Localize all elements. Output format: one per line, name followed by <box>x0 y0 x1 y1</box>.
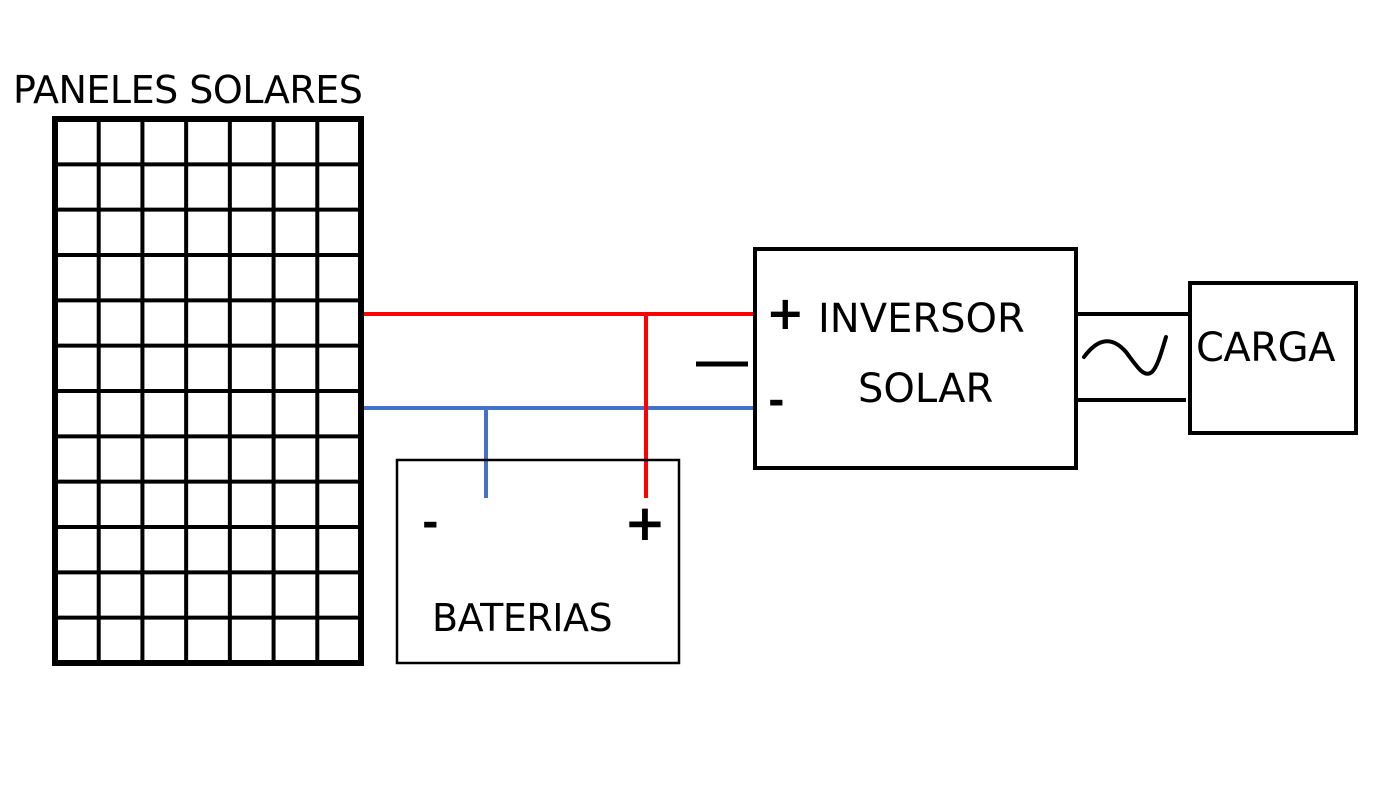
load-box <box>1188 281 1358 435</box>
inverter-negative-terminal: - <box>768 378 785 424</box>
ac-sine-icon <box>1082 335 1168 376</box>
solar-panel <box>52 116 364 666</box>
battery-box <box>395 458 681 665</box>
inverter-label-line2: SOLAR <box>858 366 994 412</box>
inverter-label-line1: INVERSOR <box>818 296 1025 342</box>
battery-negative-terminal: - <box>422 500 439 546</box>
battery-positive-terminal: + <box>624 494 666 552</box>
battery-label: BATERIAS <box>432 596 613 640</box>
load-label: CARGA <box>1196 325 1335 371</box>
solar-panels-label: PANELES SOLARES <box>13 68 363 112</box>
inverter-positive-terminal: + <box>766 286 805 340</box>
inverter-box <box>753 247 1078 470</box>
